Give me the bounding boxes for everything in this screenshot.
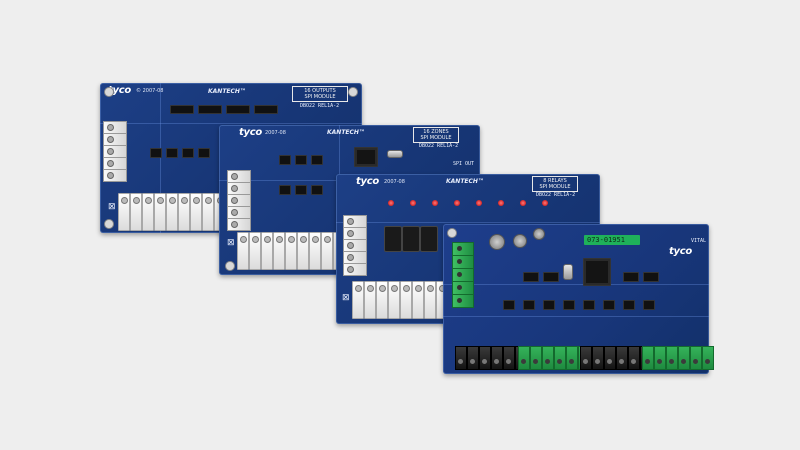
status-label: VITAL (691, 238, 707, 244)
terminal-block-outputs (118, 193, 238, 231)
terminal-block-relays (352, 281, 460, 319)
weee-bin-icon: ⊠ (108, 201, 116, 211)
spi-out-label: SPI OUT (453, 161, 475, 167)
board-year: 2007-08 (265, 130, 286, 136)
weee-bin-icon: ⊠ (342, 292, 350, 302)
module-label: 16 OUTPUTS SPI MODULE (292, 86, 348, 102)
microcontroller (354, 147, 378, 167)
tyco-logo: tyco (669, 246, 692, 257)
board-revision: DBO22 REL1A-2 (536, 192, 576, 198)
terminal-block-side (227, 170, 251, 231)
tyco-logo: tyco (239, 127, 262, 138)
terminal-block-green (642, 346, 714, 370)
kantech-logo: KANTECH™ (208, 88, 246, 95)
board-year: 2007-08 (384, 179, 405, 185)
weee-bin-icon: ⊠ (227, 237, 235, 247)
module-label: 16 ZONES SPI MODULE (413, 127, 459, 143)
board-year: © 2007-08 (136, 88, 164, 94)
terminal-block-side (343, 215, 367, 276)
kantech-logo: KANTECH™ (446, 178, 484, 185)
power-terminal (452, 242, 474, 308)
kantech-logo: KANTECH™ (327, 129, 365, 136)
terminal-block-side (103, 121, 127, 182)
board-revision: DBO22 REL1A-2 (300, 103, 340, 109)
terminal-block-black (455, 346, 527, 370)
microcontroller (583, 258, 611, 286)
tyco-logo: tyco (108, 85, 131, 96)
tyco-logo: tyco (356, 176, 379, 187)
serial-sticker: 073-01951 (584, 235, 640, 245)
board-revision: DBO22 REL1A-2 (419, 143, 459, 149)
module-label: 8 RELAYS SPI MODULE (532, 176, 578, 192)
